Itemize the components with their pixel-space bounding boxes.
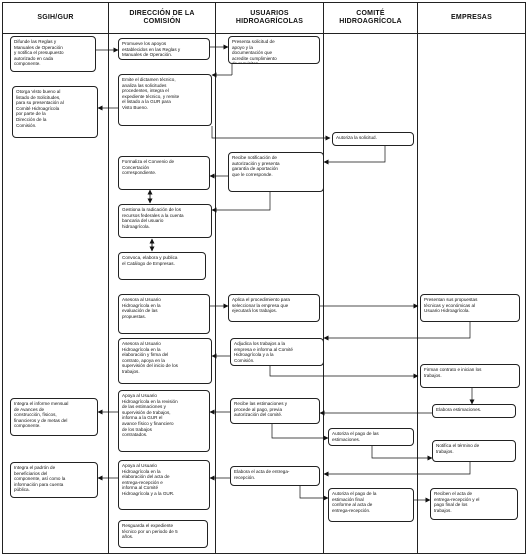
step-firman-contrato: Firman contrato e inician los trabajos. bbox=[420, 364, 520, 388]
step-informe-mensual: Integra el informe mensual de Avances de… bbox=[10, 398, 98, 436]
step-resguarda-expediente: Resguarda el expediente técnico por un p… bbox=[118, 520, 208, 548]
step-aplica-procedimiento: Aplica el procedimiento para seleccionar… bbox=[228, 294, 320, 322]
step-recibe-estimaciones: Recibe las estimaciones y procede al pag… bbox=[230, 398, 320, 424]
step-difunde-reglas: Difunde las Reglas y Manuales de Operaci… bbox=[10, 36, 96, 72]
step-autoriza-pago: Autoriza el pago de las estimaciones. bbox=[328, 428, 414, 446]
step-apoya-acta: Apoya al Usuario Hidroagrícola en la ela… bbox=[118, 460, 210, 510]
step-asesora-evaluacion: Asesora al Usuario Hidroagrícola en la e… bbox=[118, 294, 210, 334]
step-elabora-acta: Elabora el acta de entrega- recepción. bbox=[230, 466, 320, 486]
arrow-adjudica-firman bbox=[269, 364, 419, 379]
step-adjudica-trabajos: Adjudica los trabajos a la empresa e inf… bbox=[230, 338, 324, 366]
step-gestiona-radicacion: Gestiona la radicación de los recursos f… bbox=[118, 204, 212, 238]
step-autoriza-pago-final: Autoriza el pago de la estimación final … bbox=[328, 488, 414, 522]
step-promueve-apoyos: Promueve los apoyos establecidos en las … bbox=[118, 38, 210, 60]
lane-header-comite: COMITÉ HIDROAGRÍCOLA bbox=[323, 2, 418, 34]
step-convoca-catalogo: Convoca, elabora y publica el Catálogo d… bbox=[118, 252, 206, 280]
step-presentan-propuestas: Presentan sus propuestas técnicas y econ… bbox=[420, 294, 520, 322]
step-emite-dictamen: Emite el dictamen técnico, analiza las s… bbox=[118, 74, 212, 126]
lane-header-usuarios: USUARIOS HIDROAGRÍCOLAS bbox=[215, 2, 324, 34]
step-formaliza-convenio: Formaliza el Convenio de Concertación co… bbox=[118, 156, 210, 190]
arrow-emite-autoriza bbox=[211, 126, 331, 141]
step-reciben-acta: Reciben el acta de entrega-recepción y e… bbox=[430, 488, 518, 520]
step-notifica-termino: Notifica el término de trabajos. bbox=[432, 440, 516, 462]
lane-header-empresas: EMPRESAS bbox=[417, 2, 526, 34]
step-padron-beneficiarios: Integra el padrón de beneficiarios del c… bbox=[10, 462, 98, 498]
step-autoriza-solicitud: Autoriza la solicitud. bbox=[332, 132, 414, 146]
step-apoya-revision: Apoya al Usuario Hidroagrícola en la rev… bbox=[118, 390, 210, 452]
arrow-recibe-gestiona bbox=[211, 192, 271, 213]
lane-header-direccion: DIRECCIÓN DE LA COMISIÓN bbox=[108, 2, 216, 34]
step-otorga-visto-bueno: Otorga Visto bueno al listado de Solicit… bbox=[12, 86, 98, 138]
step-asesora-contrato: Asesora al Usuario Hidroagrícola en la e… bbox=[118, 338, 212, 384]
arrow-autoriza-recibe bbox=[323, 146, 386, 165]
step-elabora-estimaciones: Elabora estimaciones. bbox=[432, 404, 516, 418]
step-recibe-notificacion: Recibe notificación de autorización y pr… bbox=[228, 152, 324, 192]
step-presenta-solicitud: Presenta solicitud de apoyo y la documen… bbox=[228, 36, 320, 64]
